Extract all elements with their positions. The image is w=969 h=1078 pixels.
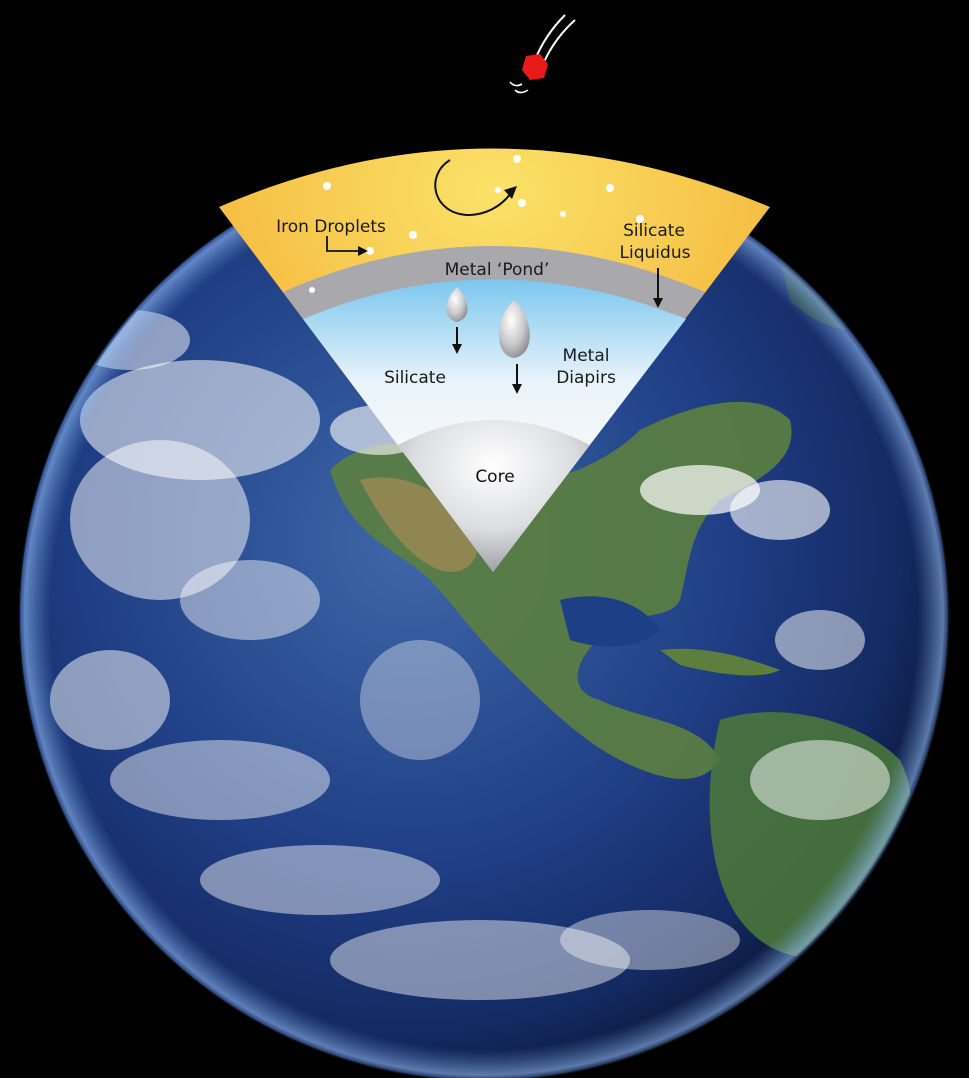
iron-droplets: [309, 155, 644, 293]
curved-arrow-icon: [434, 159, 513, 217]
metal-diapirs-label-line1: Metal: [563, 346, 610, 366]
curved-arrow-head: [504, 186, 517, 199]
iron-droplets-label: Iron Droplets: [276, 217, 386, 237]
silicate-liquidus-label-line2: Liquidus: [620, 243, 691, 263]
core-label: Core: [475, 467, 514, 487]
cutaway-wedge: [219, 148, 770, 572]
metal-diapir-drops: [446, 287, 530, 358]
sinking-arrows: [452, 268, 663, 394]
silicate-label: Silicate: [384, 368, 446, 388]
iron-droplets-pointer: [326, 236, 368, 256]
metal-pond-label: Metal ‘Pond’: [445, 260, 550, 280]
core-layer: [398, 420, 590, 572]
metal-diapirs-label-line2: Diapirs: [556, 368, 616, 388]
meteor-icon: [509, 14, 576, 94]
silicate-liquidus-label-line1: Silicate: [623, 221, 685, 241]
